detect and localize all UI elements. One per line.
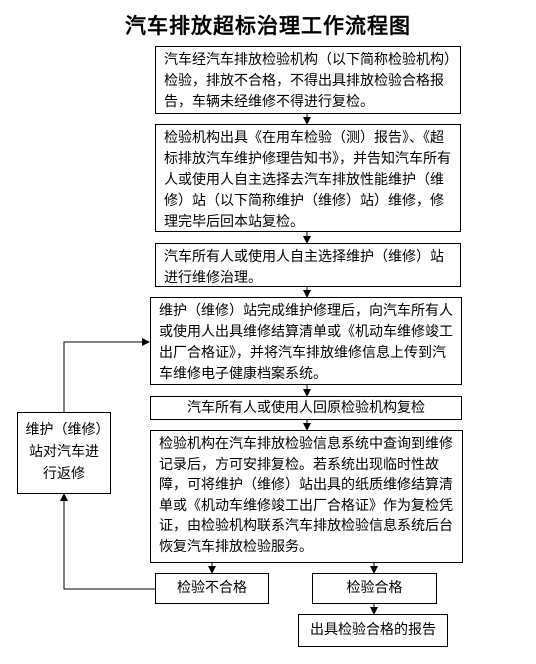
arrow-repair-step4 (63, 338, 150, 412)
step-3-box: 汽车所有人或使用人自主选择维护（维修）站进行维修治理。 (155, 243, 461, 287)
repair-box: 维护（维修）站对汽车进行返修 (17, 412, 111, 494)
arrow-fail-repair (60, 493, 155, 590)
pass-box: 检验合格 (312, 573, 437, 604)
fail-box: 检验不合格 (155, 573, 269, 604)
step-5-box: 汽车所有人或使用人回原检验机构复检 (150, 396, 462, 420)
step-4-box: 维护（维修）站完成维护修理后，向汽车所有人或使用人出具维修结算清单或《机动车维修… (150, 297, 462, 385)
step-1-box: 汽车经汽车排放检验机构（以下简称检验机构）检验，排放不合格，不得出具排放检验合格… (155, 46, 461, 114)
step-6-box: 检验机构在汽车排放检验信息系统中查询到维修记录后，方可安排复检。若系统出现临时性… (150, 430, 463, 563)
step-2-box: 检验机构出具《在用车检验（测）报告》、《超标排放汽车维护修理告知书》，并告知汽车… (155, 124, 461, 232)
diagram-title: 汽车排放超标治理工作流程图 (125, 13, 411, 38)
report-box: 出具检验合格的报告 (298, 614, 448, 647)
